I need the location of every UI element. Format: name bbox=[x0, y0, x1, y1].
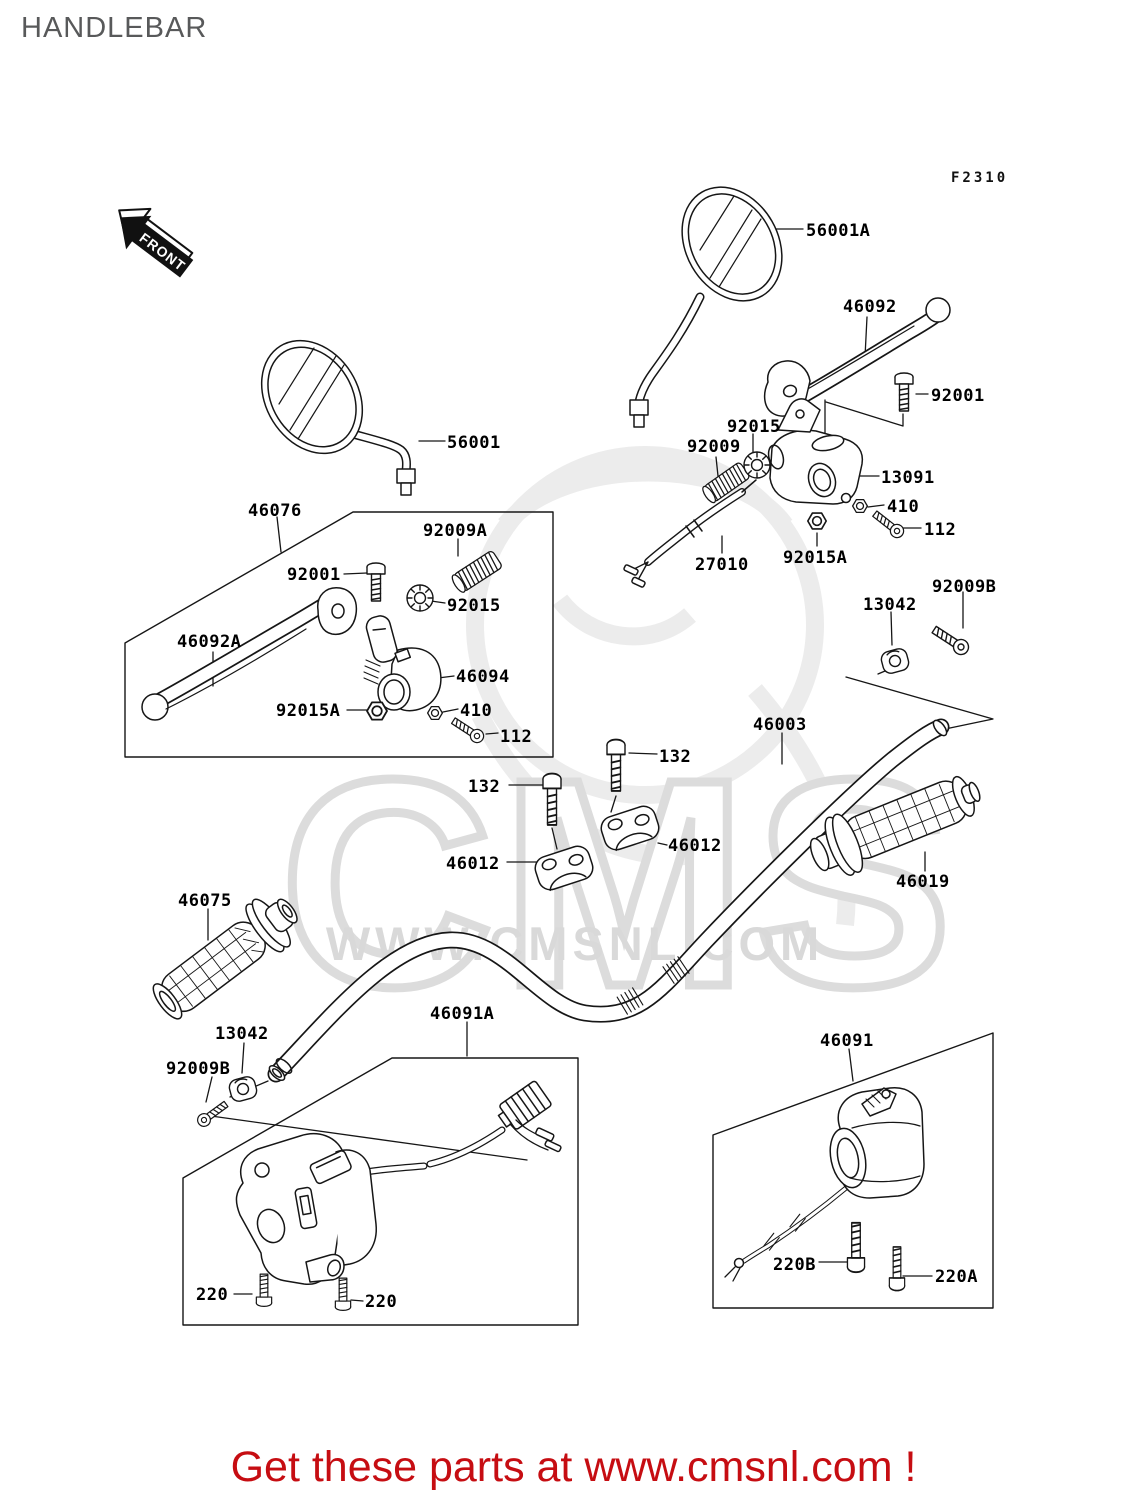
part-label-92009B-right[interactable]: 92009B bbox=[932, 577, 997, 597]
part-label-220-right[interactable]: 220 bbox=[365, 1292, 398, 1312]
grip-right-drawing bbox=[809, 775, 981, 876]
box-46091A bbox=[182, 1057, 579, 1326]
part-label-46076[interactable]: 46076 bbox=[248, 501, 302, 521]
part-label-92015-left[interactable]: 92015 bbox=[447, 596, 501, 616]
part-label-132-left[interactable]: 132 bbox=[468, 777, 501, 797]
footer-promo: Get these parts at www.cmsnl.com ! bbox=[230, 1443, 917, 1491]
grip-left-drawing bbox=[152, 898, 298, 1020]
part-label-410-left[interactable]: 410 bbox=[460, 701, 493, 721]
part-label-112-right[interactable]: 112 bbox=[924, 520, 957, 540]
part-label-46091[interactable]: 46091 bbox=[820, 1031, 874, 1051]
brake-lever-holder-drawing bbox=[763, 297, 951, 505]
front-direction-marker: FRONT bbox=[118, 207, 194, 278]
part-label-92009B-left[interactable]: 92009B bbox=[166, 1059, 231, 1079]
switch-left-drawing bbox=[235, 1080, 562, 1312]
switch-right-drawing bbox=[724, 1087, 925, 1292]
part-label-27010[interactable]: 27010 bbox=[695, 555, 749, 575]
part-label-220-left[interactable]: 220 bbox=[196, 1285, 229, 1305]
box-46076 bbox=[124, 511, 554, 758]
part-label-220B[interactable]: 220B bbox=[773, 1255, 816, 1275]
part-label-13042-right[interactable]: 13042 bbox=[863, 595, 917, 615]
part-label-46003[interactable]: 46003 bbox=[753, 715, 807, 735]
handlebar-drawing bbox=[267, 718, 950, 1083]
part-label-410-right[interactable]: 410 bbox=[887, 497, 920, 517]
part-label-92009[interactable]: 92009 bbox=[687, 437, 741, 457]
part-label-13042-left[interactable]: 13042 bbox=[215, 1024, 269, 1044]
part-label-46075[interactable]: 46075 bbox=[178, 891, 232, 911]
mirror-right-drawing bbox=[629, 186, 783, 428]
part-label-56001A[interactable]: 56001A bbox=[806, 221, 871, 241]
part-label-46092A[interactable]: 46092A bbox=[177, 632, 242, 652]
part-label-46091A[interactable]: 46091A bbox=[430, 1004, 495, 1024]
part-label-13091[interactable]: 13091 bbox=[881, 468, 935, 488]
part-label-132-right[interactable]: 132 bbox=[659, 747, 692, 767]
part-label-92015-right[interactable]: 92015 bbox=[727, 417, 781, 437]
part-label-46092[interactable]: 46092 bbox=[843, 297, 897, 317]
part-label-92001-right[interactable]: 92001 bbox=[931, 386, 985, 406]
box-46091 bbox=[712, 1032, 994, 1309]
part-label-92015A-left[interactable]: 92015A bbox=[276, 701, 341, 721]
mirror-left-drawing bbox=[260, 339, 416, 496]
clutch-lever-group-drawing bbox=[141, 549, 504, 746]
leader-lines bbox=[205, 228, 994, 1302]
part-label-46019[interactable]: 46019 bbox=[896, 872, 950, 892]
part-label-92001-left[interactable]: 92001 bbox=[287, 565, 341, 585]
clamps-drawing bbox=[534, 738, 660, 892]
part-label-46012-left[interactable]: 46012 bbox=[446, 854, 500, 874]
group-boxes bbox=[124, 511, 994, 1326]
part-label-92009A[interactable]: 92009A bbox=[423, 521, 488, 541]
figure-code: F2310 bbox=[951, 170, 1009, 186]
part-label-112-left[interactable]: 112 bbox=[500, 727, 533, 747]
part-label-46094[interactable]: 46094 bbox=[456, 667, 510, 687]
page-title: HANDLEBAR bbox=[21, 12, 208, 44]
clutch-cable-drawing bbox=[623, 460, 757, 588]
part-label-46012-right[interactable]: 46012 bbox=[668, 836, 722, 856]
part-label-56001[interactable]: 56001 bbox=[447, 433, 501, 453]
part-label-92015A-right[interactable]: 92015A bbox=[783, 548, 848, 568]
part-label-220A[interactable]: 220A bbox=[935, 1267, 978, 1287]
